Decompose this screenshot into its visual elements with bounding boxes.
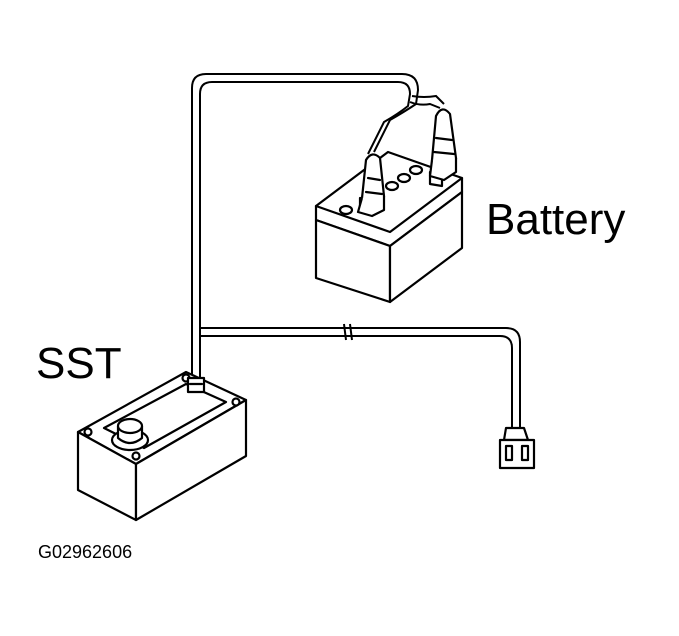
battery-cap [396,172,412,184]
battery-cap [338,204,354,216]
battery-cap [384,180,400,192]
screw [231,397,241,407]
positive-lead-wire [409,101,441,109]
positive-clip [428,108,458,182]
battery-label: Battery [486,195,625,244]
battery [314,150,464,304]
test-lead-wires [191,73,521,432]
wire-tie [343,323,353,341]
figure-code: G02962606 [38,542,132,562]
sst-tester-box [76,370,248,522]
battery-lead-wire [191,73,420,380]
connector-lead-wire [200,327,521,432]
negative-clip [356,153,386,218]
diagnostic-connector [498,426,536,470]
sst-label: SST [36,339,122,388]
screw [131,451,141,461]
battery-cap [408,164,424,176]
screw [83,427,93,437]
sst-side [134,398,248,522]
battery-side [388,190,464,304]
sst-push-button [110,417,150,452]
